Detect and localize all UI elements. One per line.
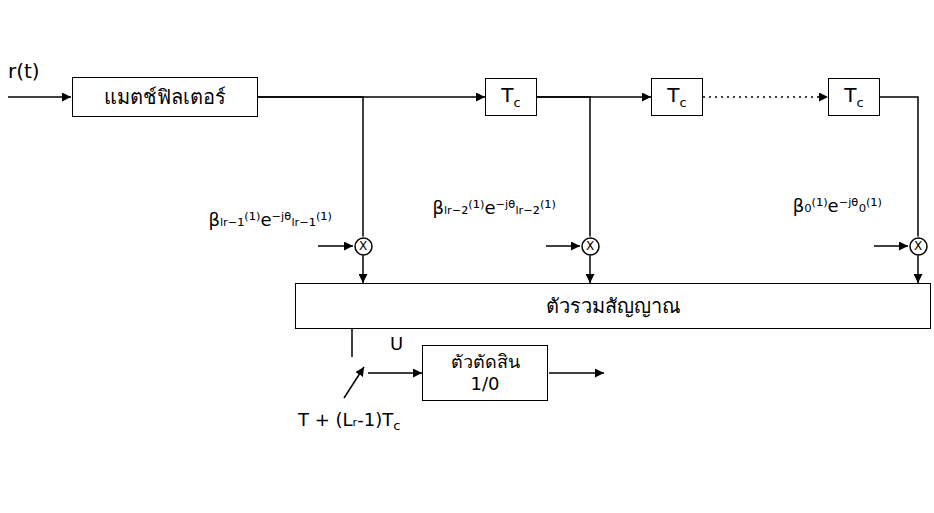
circle-outline	[355, 238, 372, 255]
signal-name: U	[390, 334, 403, 355]
node-text: ตัวรวมสัญญาณ	[546, 294, 681, 318]
signal-wire	[362, 256, 364, 284]
weight-label: βₗᵣ₋₂⁽¹⁾e⁻ʲᶿₗᵣ₋₂⁽¹⁾	[433, 198, 557, 219]
circle-outline	[910, 238, 927, 255]
node-text: X	[359, 239, 367, 253]
node-text: แมตช์ฟิลเตอร์	[104, 85, 226, 109]
node-text: X	[914, 239, 922, 253]
matched-filter-box: แมตช์ฟิลเตอร์	[72, 77, 258, 117]
signal-wire	[703, 96, 828, 98]
node-text: 1/0	[471, 373, 500, 395]
node-text: ตัวตัดสิน	[451, 351, 520, 373]
subscript-text: c	[393, 419, 400, 434]
signal-name: r(t)	[8, 60, 40, 83]
delay-box: Tc	[651, 78, 703, 116]
input-arrow	[8, 96, 71, 98]
weight-arrow	[874, 245, 908, 247]
combiner-box: ตัวรวมสัญญาณ	[295, 283, 931, 329]
decision-box: ตัวตัดสิน1/0	[422, 345, 548, 401]
sampling-switch	[344, 367, 364, 398]
circle-outline	[582, 238, 599, 255]
signal-wire	[589, 256, 591, 284]
node-text: T	[501, 83, 513, 107]
delay-box: Tc	[828, 78, 880, 116]
signal-wire	[917, 256, 919, 284]
weight-label: βₗᵣ₋₁⁽¹⁾e⁻ʲᶿₗᵣ₋₁⁽¹⁾	[209, 210, 333, 231]
node-text: X	[586, 239, 594, 253]
multiplier-circle: X	[354, 237, 373, 256]
subscript-text: c	[514, 95, 521, 111]
weight-arrow	[546, 245, 580, 247]
node-text: T	[667, 83, 679, 107]
output-arrow	[549, 372, 604, 374]
delay-box: Tc	[485, 78, 537, 116]
signal-wire	[352, 329, 422, 373]
signal-wire	[880, 97, 918, 237]
weight-arrow	[318, 245, 353, 247]
subscript-text: c	[857, 95, 864, 111]
multiplier-circle: X	[581, 237, 600, 256]
weight-label: β₀⁽¹⁾e⁻ʲᶿ₀⁽¹⁾	[793, 196, 882, 217]
sampling-time: T + (Lᵣ-1)T	[298, 410, 393, 431]
node-text: T	[844, 83, 856, 107]
multiplier-circle: X	[909, 237, 928, 256]
subscript-text: c	[680, 95, 687, 111]
